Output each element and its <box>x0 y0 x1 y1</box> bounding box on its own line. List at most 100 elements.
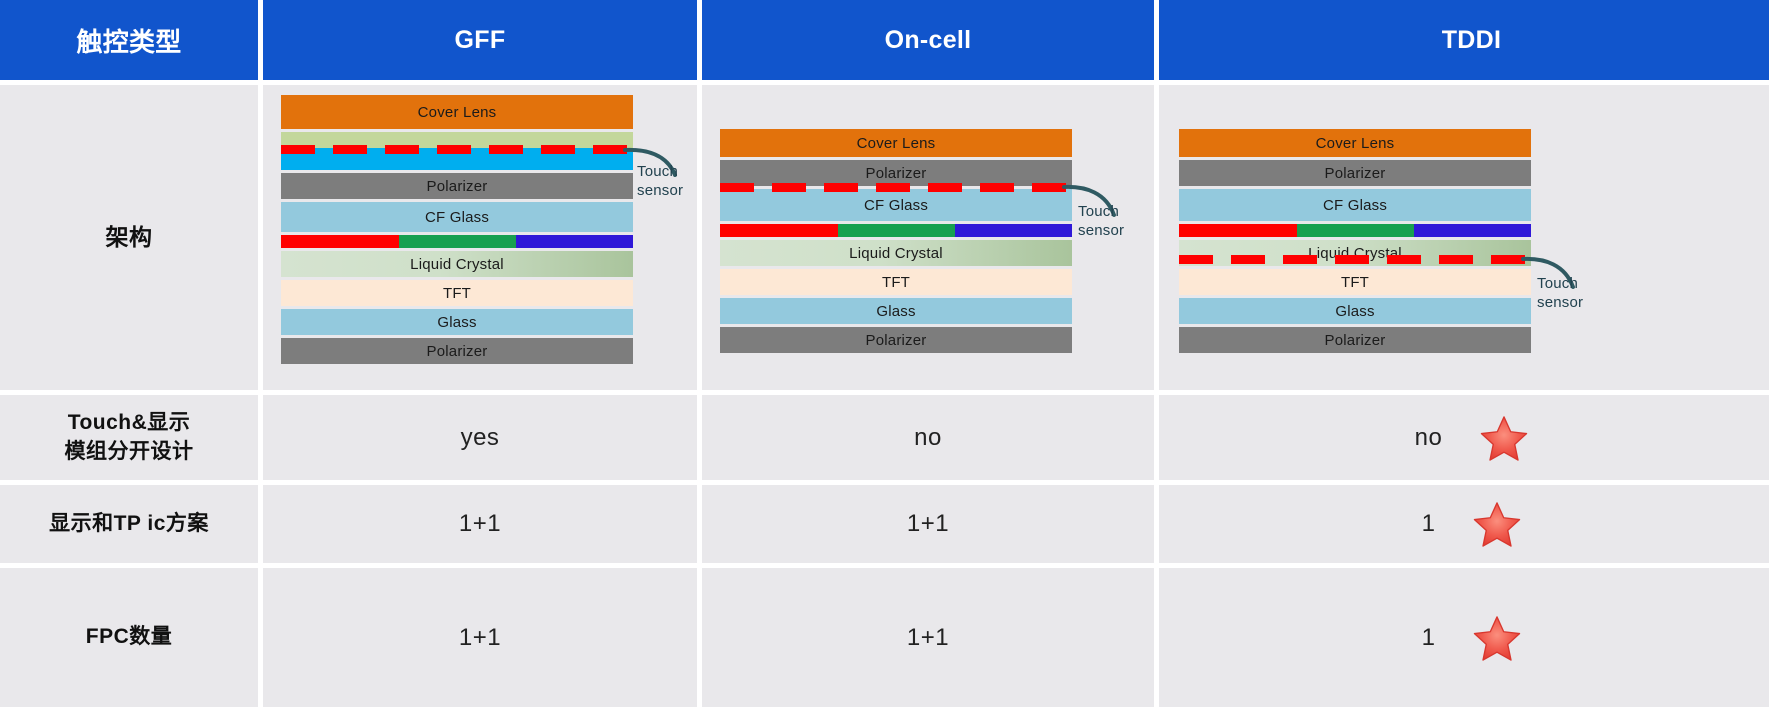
layer-polarizer-bottom: Polarizer <box>281 338 633 364</box>
tddi-stack-diagram: Cover Lens Polarizer CF Glass Liquid Cry… <box>1159 85 1769 390</box>
cell-value: yes <box>460 423 500 451</box>
touch-sensor-annotation: Touch sensor <box>1078 203 1124 241</box>
layer-color-filter-rgb <box>281 235 633 248</box>
layer-cf-glass: CF Glass <box>720 189 1072 221</box>
row-label-fpc-count: FPC数量 <box>0 568 258 707</box>
layer-color-filter-rgb <box>1179 224 1531 237</box>
layer-label: Polarizer <box>1324 164 1386 182</box>
layer-glass: Glass <box>720 298 1072 324</box>
header-cell-touch-type: 触控类型 <box>0 0 258 80</box>
row-label-line-1: Touch&显示 <box>67 411 191 435</box>
value-with-star: 1 <box>1159 615 1769 661</box>
layer-tft: TFT <box>1179 269 1531 295</box>
layer-label: Polarizer <box>1324 331 1386 349</box>
header-cell-tddi: TDDI <box>1159 0 1769 80</box>
cell-on-cell-separate-design: no <box>702 395 1154 480</box>
layer-label: Polarizer <box>865 331 927 349</box>
cell-value: 1+1 <box>906 623 950 651</box>
layer-label: CF Glass <box>1322 196 1388 214</box>
layer-label: TFT <box>881 273 911 291</box>
layer-label: Glass <box>1335 302 1375 320</box>
touch-sensor-leader-line <box>1521 256 1575 289</box>
annotation-line-1: Touch <box>1537 275 1579 292</box>
layer-label: TFT <box>1340 273 1370 291</box>
rgb-stripe <box>1179 224 1531 237</box>
cell-value: 1 <box>1421 510 1436 537</box>
header-cell-on-cell: On-cell <box>702 0 1154 80</box>
header-label: GFF <box>454 25 506 54</box>
annotation-line-2: sensor <box>637 181 684 199</box>
annotation-line-2: sensor <box>1078 221 1125 239</box>
layer-label: CF Glass <box>424 208 490 226</box>
layer-tft: TFT <box>720 269 1072 295</box>
annotation-line-1: Touch <box>637 163 679 180</box>
cell-gff-ic-solution: 1+1 <box>263 485 697 563</box>
cell-gff-fpc-count: 1+1 <box>263 568 697 707</box>
layer-label: TFT <box>442 284 472 302</box>
star-icon <box>1474 502 1521 547</box>
cell-value: 1+1 <box>458 510 502 537</box>
cell-value: no <box>1414 423 1443 451</box>
layer-cf-glass: CF Glass <box>1179 189 1531 221</box>
cell-gff-separate-design: yes <box>263 395 697 480</box>
rgb-stripe <box>720 224 1072 237</box>
cell-value: no <box>914 423 942 451</box>
cell-tddi-ic-solution: 1 <box>1159 485 1769 563</box>
touch-sensor-dashed-line <box>281 145 633 154</box>
layer-cover-lens: Cover Lens <box>281 95 633 129</box>
row-label-text: Touch&显示 模组分开设计 <box>65 409 194 466</box>
touch-sensor-annotation: Touch sensor <box>637 163 683 201</box>
layer-glass: Glass <box>281 309 633 335</box>
cell-gff-architecture: Cover Lens Polarizer CF Glass Liquid Cry… <box>263 85 697 390</box>
value-with-star: 1 <box>1159 501 1769 547</box>
value-with-star: no <box>1159 415 1769 461</box>
layer-label: CF Glass <box>863 196 929 214</box>
cell-tddi-architecture: Cover Lens Polarizer CF Glass Liquid Cry… <box>1159 85 1769 390</box>
cell-value: 1+1 <box>458 623 502 651</box>
rgb-stripe <box>281 235 633 248</box>
layer-label: Cover Lens <box>417 103 497 121</box>
star-icon <box>1474 615 1521 661</box>
row-label-text: 显示和TP ic方案 <box>49 511 209 535</box>
layer-polarizer-top: Polarizer <box>281 173 633 199</box>
cell-on-cell-architecture: Cover Lens Polarizer CF Glass Liquid Cry… <box>702 85 1154 390</box>
row-label-line-2: 模组分开设计 <box>64 439 194 463</box>
layer-polarizer-bottom: Polarizer <box>720 327 1072 353</box>
layer-cover-lens: Cover Lens <box>1179 129 1531 157</box>
row-label-display-tp-ic-solution: 显示和TP ic方案 <box>0 485 258 563</box>
layer-color-filter-rgb <box>720 224 1072 237</box>
annotation-line-2: sensor <box>1537 293 1584 311</box>
cell-tddi-separate-design: no <box>1159 395 1769 480</box>
header-label: TDDI <box>1441 25 1502 54</box>
cell-on-cell-ic-solution: 1+1 <box>702 485 1154 563</box>
cell-tddi-fpc-count: 1 <box>1159 568 1769 707</box>
layer-label: Cover Lens <box>856 134 936 152</box>
touch-sensor-dashed-line <box>1179 255 1531 264</box>
cell-on-cell-fpc-count: 1+1 <box>702 568 1154 707</box>
layer-label: Polarizer <box>426 342 488 360</box>
layer-polarizer-top: Polarizer <box>1179 160 1531 186</box>
layer-label: Liquid Crystal <box>849 244 943 262</box>
gff-stack-diagram: Cover Lens Polarizer CF Glass Liquid Cry… <box>263 85 697 390</box>
oncell-stack-diagram: Cover Lens Polarizer CF Glass Liquid Cry… <box>702 85 1154 390</box>
layer-tft: TFT <box>281 280 633 306</box>
annotation-line-1: Touch <box>1078 203 1120 220</box>
layer-liquid-crystal: Liquid Crystal <box>281 251 633 277</box>
layer-cf-glass: CF Glass <box>281 202 633 232</box>
layer-label: Polarizer <box>426 177 488 195</box>
layer-polarizer-bottom: Polarizer <box>1179 327 1531 353</box>
layer-label: Glass <box>876 302 916 320</box>
layer-liquid-crystal: Liquid Crystal <box>720 240 1072 266</box>
layer-label: Cover Lens <box>1315 134 1395 152</box>
layer-polarizer-top: Polarizer <box>720 160 1072 186</box>
row-label-architecture: 架构 <box>0 85 258 390</box>
cell-value: 1+1 <box>906 510 950 537</box>
header-cell-gff: GFF <box>263 0 697 80</box>
touch-sensor-dashed-line <box>720 183 1072 192</box>
layer-label: Liquid Crystal <box>410 255 504 273</box>
cell-value: 1 <box>1421 623 1436 651</box>
row-label-touch-display-separate: Touch&显示 模组分开设计 <box>0 395 258 480</box>
header-label: 触控类型 <box>76 26 182 57</box>
row-label-text: 架构 <box>105 223 153 250</box>
